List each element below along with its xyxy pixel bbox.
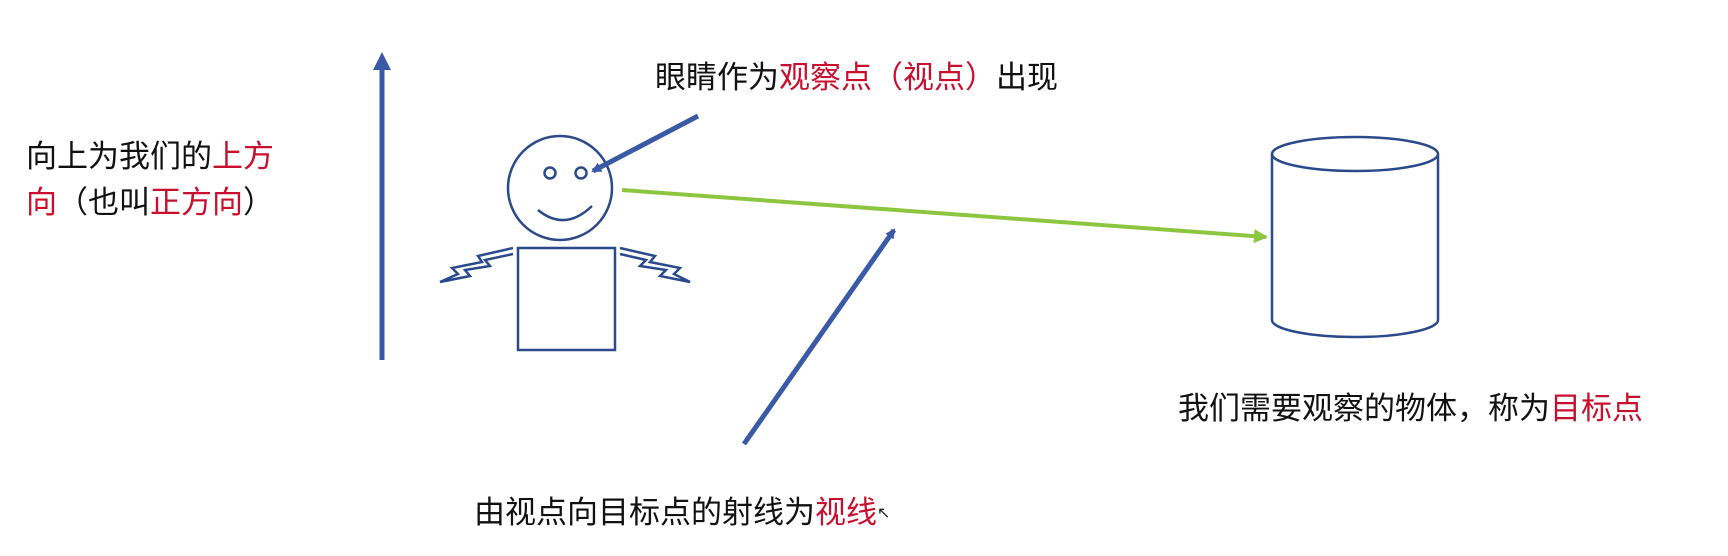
up-direction-emphasis-cont: 向 xyxy=(26,185,57,221)
viewpoint-annotation: 眼睛作为观察点（视点）出现 xyxy=(655,55,1058,101)
up-direction-text-3: ） xyxy=(243,185,274,221)
figure-left-lightning xyxy=(439,246,514,284)
eye-pointer-arrow xyxy=(591,113,700,174)
cursor-icon: ↖ xyxy=(877,503,891,522)
up-direction-annotation: 向上为我们的上方 向（也叫正方向） xyxy=(26,134,274,226)
figure-body xyxy=(516,246,617,352)
sight-pointer-arrow xyxy=(741,228,897,446)
up-direction-text-2: （也叫 xyxy=(57,185,150,221)
up-arrow-icon xyxy=(373,52,391,360)
figure-right-lightning xyxy=(619,246,691,284)
viewpoint-emphasis: 观察点（视点） xyxy=(779,60,996,96)
target-point-annotation: 我们需要观察的物体，称为目标点 xyxy=(1178,386,1643,432)
line-of-sight-annotation: 由视点向目标点的射线为视线↖ xyxy=(474,490,890,536)
target-emphasis: 目标点 xyxy=(1550,391,1643,427)
sight-line-arrow xyxy=(621,188,1268,244)
viewpoint-text-2: 出现 xyxy=(996,60,1058,96)
viewpoint-text-1: 眼睛作为 xyxy=(655,60,779,96)
figure-smile xyxy=(537,205,593,222)
figure-right-eye xyxy=(574,166,588,180)
up-direction-emphasis: 上方 xyxy=(212,139,274,175)
cylinder-bottom xyxy=(1270,319,1440,339)
cylinder-top xyxy=(1270,135,1440,173)
stick-figure-icon xyxy=(439,134,691,352)
figure-head xyxy=(506,134,614,242)
sight-emphasis: 视线 xyxy=(815,495,877,531)
up-direction-text-1: 向上为我们的 xyxy=(26,139,212,175)
figure-left-eye xyxy=(543,166,557,180)
target-text: 我们需要观察的物体，称为 xyxy=(1178,391,1550,427)
positive-direction-emphasis: 正方向 xyxy=(150,185,243,221)
sight-text: 由视点向目标点的射线为 xyxy=(474,495,815,531)
cylinder-icon xyxy=(1270,135,1440,339)
